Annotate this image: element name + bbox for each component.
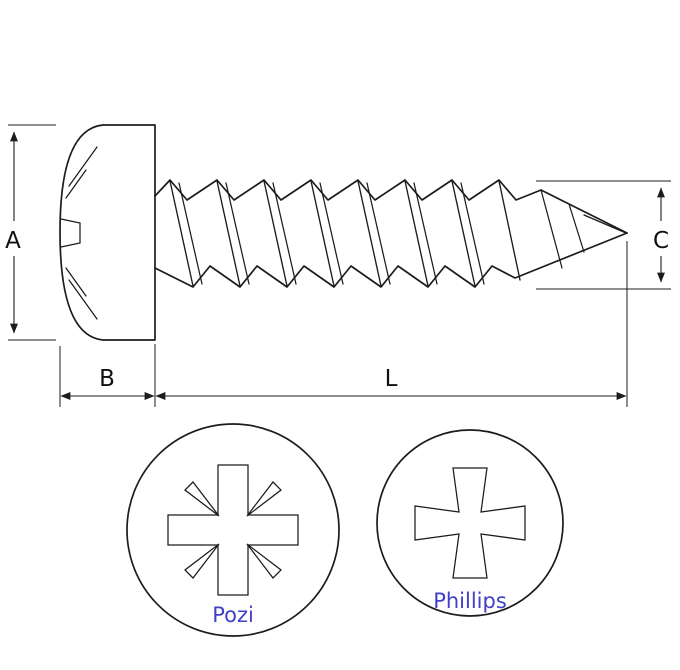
dimension-length: L — [155, 241, 628, 407]
pozi-label: Pozi — [212, 603, 254, 627]
dimension-head-height: B — [59, 344, 156, 407]
pozi-head-circle — [126, 423, 340, 637]
drive-view-pozi: Pozi — [126, 423, 340, 637]
drive-view-phillips: Phillips — [376, 429, 564, 617]
dimension-thread-diameter: C — [536, 180, 675, 290]
thread-crest-lines — [169, 180, 521, 287]
screw-head-outline — [59, 124, 156, 341]
dimension-label-backing — [648, 221, 675, 256]
thread-top-silhouette — [154, 179, 628, 234]
head-recess-detail — [60, 146, 98, 320]
dimension-label-backing — [2, 221, 26, 256]
dimension-label-c: C — [653, 228, 669, 254]
phillips-head-circle — [376, 429, 564, 617]
thread-bottom-silhouette — [154, 232, 628, 288]
dimension-extension-line — [536, 180, 671, 290]
dimension-extension-line — [59, 344, 156, 407]
dimension-extension-line — [8, 124, 56, 341]
dimension-label-l: L — [385, 366, 398, 392]
dimension-label-b: B — [99, 366, 115, 392]
pozi-diagonal-ticks — [184, 481, 282, 579]
point-thread-lines — [540, 189, 627, 269]
phillips-cross-recess — [414, 467, 526, 579]
screw-side-view — [59, 124, 628, 341]
thread-root-lines — [178, 182, 485, 285]
dimension-label-a: A — [5, 228, 21, 254]
pozi-cross-recess — [167, 464, 299, 596]
dimension-head-diameter: A — [2, 124, 56, 341]
phillips-label: Phillips — [433, 589, 507, 613]
